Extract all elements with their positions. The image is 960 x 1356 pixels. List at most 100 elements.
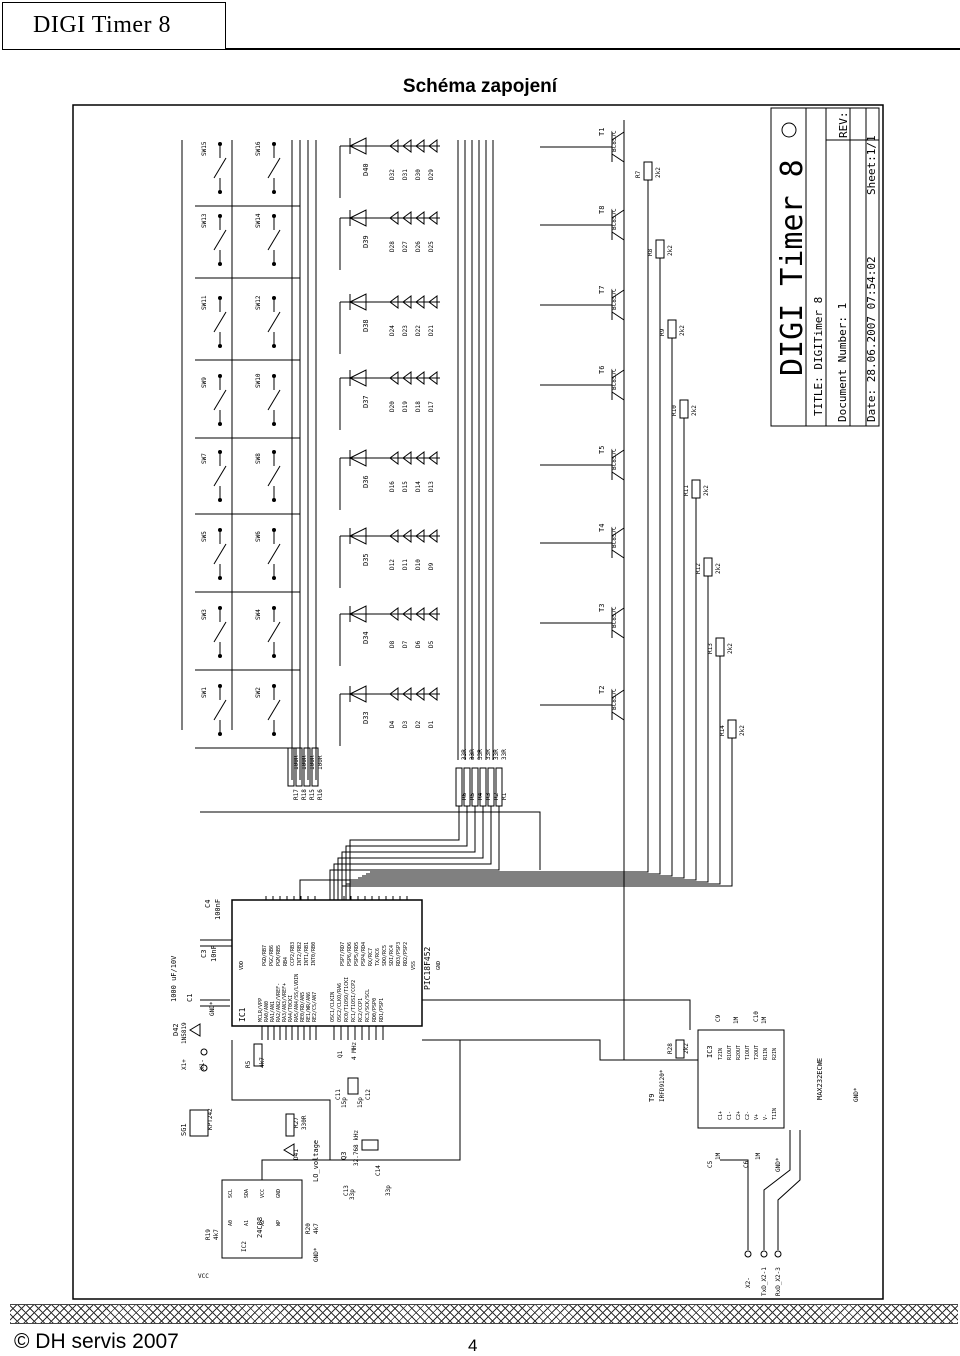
switch-contact: [267, 465, 281, 487]
switch-label-SW1: SW1: [201, 687, 208, 698]
pic-pin-mid: RC1/T1OSI/CCP2: [351, 980, 357, 1022]
junction-dot: [218, 344, 222, 348]
led-d41-symbol: [283, 1143, 295, 1157]
max232-pin: C2-: [745, 1111, 751, 1120]
pic-pin-right: RB4: [283, 957, 289, 966]
led-label-D6: D6: [415, 640, 422, 648]
max232-pin: C1+: [718, 1111, 724, 1120]
led-label-D20: D20: [389, 401, 396, 412]
transistor-type-T8: BC857C: [611, 208, 618, 230]
diode-d42: D42: [172, 1023, 180, 1036]
switch-label-SW5: SW5: [201, 531, 208, 542]
misc-wire: [261, 1159, 330, 1180]
pic-pin-left: RA3/AN3/VREF+: [282, 983, 288, 1022]
resistor-value-R9: 2k2: [679, 325, 686, 336]
led-label-D10: D10: [415, 559, 422, 570]
base-resistor-R12: [703, 557, 713, 577]
x2-wire: [720, 1159, 749, 1250]
resistor-value-R8: 2k2: [667, 245, 674, 256]
segment-resistor-value-R5: 33R: [469, 749, 476, 760]
r20-value: 4k7: [313, 1223, 320, 1234]
junction-dot: [218, 190, 222, 194]
pic-pin-right2: RD3/PSP3: [396, 942, 402, 966]
transistor-collector: [611, 289, 625, 299]
junction-dot: [218, 422, 222, 426]
cap-c5: C5: [707, 1160, 714, 1168]
resistor-label-R7: R7: [635, 170, 642, 178]
junction-dot: [218, 528, 222, 532]
resistor-label-R11: R11: [683, 485, 690, 496]
led-label-D23: D23: [402, 325, 409, 336]
transistor-type-T7: BC857C: [611, 288, 618, 310]
led-label-D15: D15: [402, 481, 409, 492]
max232-pin: T2OUT: [754, 1045, 760, 1060]
max232-pin: R2IN: [772, 1048, 778, 1060]
title-block-rev-label: REV:: [837, 112, 850, 139]
led-label-D29: D29: [428, 169, 435, 180]
ic3-value: MAX232ECWE: [816, 1058, 824, 1100]
led-label-D28: D28: [389, 241, 396, 252]
transistor-type-T3: BC857C: [611, 606, 618, 628]
transistor-collector: [611, 607, 625, 617]
junction-dot: [272, 374, 276, 378]
junction-dot: [218, 684, 222, 688]
vcc-label: VCC: [198, 1273, 209, 1280]
pic-pin-right2: TX/RC6: [375, 948, 381, 966]
switch-label-SW3: SW3: [201, 609, 208, 620]
pic-pin-right: PGD/RB7: [262, 945, 268, 966]
schematic-frame: [72, 104, 884, 1300]
max232-pin: T2IN: [718, 1048, 724, 1060]
txd-label: TxD_X2-1: [761, 1267, 768, 1296]
lo-voltage-label: LO_voltage: [312, 1140, 320, 1182]
segment-resistor-label-R1: R1: [501, 792, 508, 800]
switch-label-SW13: SW13: [201, 213, 208, 228]
page-number: 4: [468, 1336, 478, 1355]
cap-c9-value: 1M: [733, 1016, 740, 1024]
crystal-q1: [347, 1077, 359, 1095]
pic-pin-right2: PSP6/RD6: [347, 942, 353, 966]
junction-dot: [272, 142, 276, 146]
led-label-D17: D17: [428, 401, 435, 412]
switch-label-SW15: SW15: [201, 141, 208, 156]
txd-wire: [763, 1130, 791, 1250]
transistor-type-T4: BC857C: [611, 526, 618, 548]
pic-route: [345, 806, 468, 900]
row-resistor-R16: [311, 747, 319, 787]
base-resistor-R10: [679, 399, 689, 419]
max232-pin: C1-: [727, 1111, 733, 1120]
row-resistor-label-R18: R18: [301, 789, 308, 800]
eeprom-pin: A0: [228, 1220, 234, 1226]
r5-label: R5: [245, 1060, 252, 1068]
resistor-label-R9: R9: [659, 328, 666, 336]
pic-pin-right: INT2/RB2: [297, 942, 303, 966]
resistor-value-R12: 2k2: [715, 563, 722, 574]
r27-value: 330R: [301, 1115, 308, 1130]
title-block-logo: [781, 122, 797, 138]
diode-d42-value: 1N5819: [181, 1022, 188, 1044]
led-label-D26: D26: [415, 241, 422, 252]
junction-dot: [272, 344, 276, 348]
resistor-r27: [285, 1113, 295, 1137]
r19-label: R19: [205, 1229, 212, 1240]
row-resistor-R18: [295, 747, 303, 787]
resistor-value-R10: 2k2: [691, 405, 698, 416]
transistor-type-T2: BC857C: [611, 688, 618, 710]
pic-pin-left: RE1/WR/AN6: [306, 992, 312, 1022]
max232-pin: R1OUT: [727, 1045, 733, 1060]
resistor-value-R14: 2k2: [739, 725, 746, 736]
cap-c5-value: 1M: [715, 1152, 722, 1160]
transistor-emitter: [611, 471, 625, 481]
transistor-emitter: [611, 311, 625, 321]
led-label-D25: D25: [428, 241, 435, 252]
switch-label-SW14: SW14: [255, 213, 262, 228]
led-label-D16: D16: [389, 481, 396, 492]
max232-pin: T1OUT: [745, 1045, 751, 1060]
r19-value: 4k7: [213, 1229, 220, 1240]
title-block-big-title: DIGI Timer 8: [775, 159, 810, 376]
cap-c14: C14: [375, 1165, 382, 1176]
transistor-label-T6: T6: [598, 366, 606, 374]
cap-c4-value: 100nF: [214, 899, 222, 920]
sg1-value: KPT242: [207, 1108, 214, 1130]
transistor-label-T2: T2: [598, 686, 606, 694]
led-label-D2: D2: [415, 720, 422, 728]
